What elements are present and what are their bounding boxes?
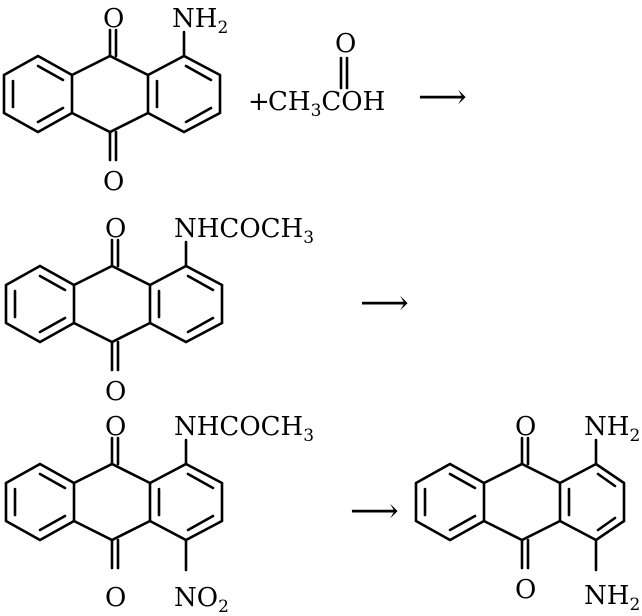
amino-group-label-bottom: NH2 — [584, 581, 640, 615]
carbonyl-o-bottom: O — [103, 167, 124, 197]
reagent-acetic-acid: + CH3COH O — [248, 29, 385, 121]
carbonyl-o-top: O — [105, 412, 126, 442]
carbonyl-o-top: O — [103, 4, 124, 34]
molecule-diaminoanthraquinone: O O NH2 NH2 — [414, 412, 640, 615]
acetamido-group-label: NHCOCH3 — [174, 214, 314, 248]
reaction-arrow-2: ⟶ — [360, 283, 409, 323]
acetic-acid-carbonyl-o: O — [335, 29, 356, 59]
skeleton-bonds — [4, 238, 224, 372]
acetic-acid-formula: CH3COH — [268, 87, 385, 121]
reaction-arrow-1: ⟶ — [418, 77, 467, 117]
molecule-1-aminoanthraquinone: O O NH2 — [2, 4, 228, 197]
molecule-acetamido-nitroanthraquinone: O O NHCOCH3 NO2 — [4, 412, 314, 616]
molecule-acetamidoanthraquinone: O O NHCOCH3 — [4, 214, 314, 407]
nitro-group-label: NO2 — [174, 583, 229, 616]
plus-sign: + — [248, 87, 270, 117]
skeleton-bonds — [2, 28, 222, 162]
amino-group-label-top: NH2 — [584, 412, 640, 446]
carbonyl-o-bottom: O — [515, 575, 536, 605]
reaction-arrow-3: ⟶ — [350, 491, 399, 531]
skeleton-bonds — [414, 436, 626, 572]
acetamido-group-label: NHCOCH3 — [174, 412, 314, 446]
amino-group-label: NH2 — [172, 4, 228, 38]
carbonyl-o-top: O — [515, 412, 536, 442]
carbonyl-o-top: O — [105, 214, 126, 244]
carbonyl-o-bottom: O — [105, 583, 126, 613]
skeleton-bonds — [4, 436, 224, 572]
carbonyl-o-bottom: O — [105, 377, 126, 407]
